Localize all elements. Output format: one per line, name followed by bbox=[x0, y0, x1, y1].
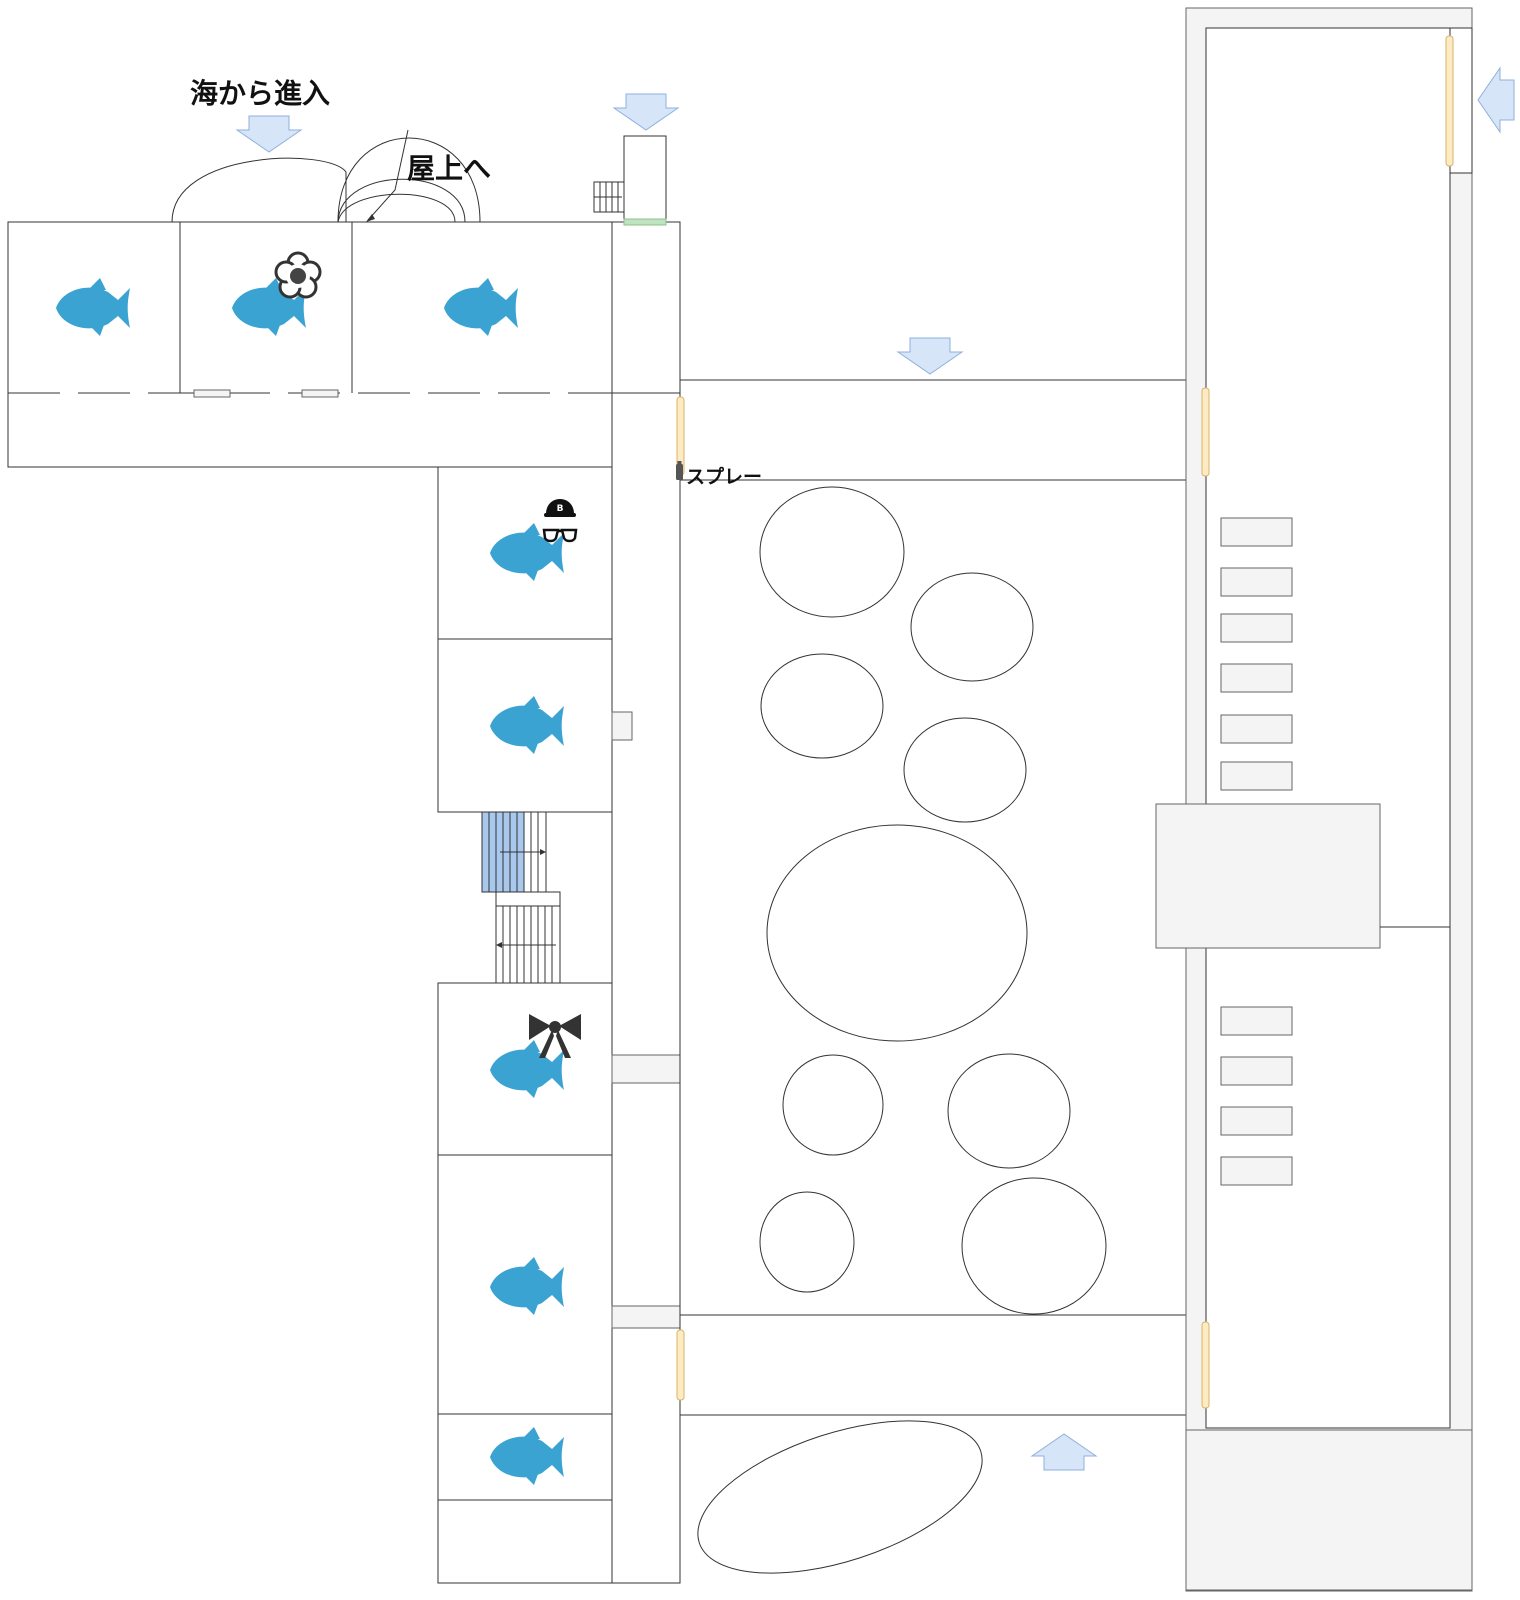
left-wing bbox=[7, 221, 681, 468]
left-wing-outline bbox=[7, 221, 681, 468]
right-building bbox=[1155, 7, 1473, 1592]
glasses-icon bbox=[542, 528, 578, 543]
svg-text:B: B bbox=[557, 504, 564, 514]
vent-1 bbox=[193, 389, 231, 398]
north-corridor bbox=[679, 379, 1207, 481]
entry-arrow-icon bbox=[1477, 67, 1515, 133]
hall-tables bbox=[697, 486, 1107, 1574]
spray-label: スプレー bbox=[686, 465, 762, 488]
main-hall bbox=[679, 479, 1207, 1316]
vent-2 bbox=[301, 389, 339, 398]
cap-icon: B bbox=[544, 499, 576, 517]
entry-arrow-icon bbox=[236, 115, 302, 153]
entry-arrow-icon bbox=[897, 337, 963, 375]
entry-arrow-icon bbox=[1031, 1433, 1097, 1471]
to-roof-label: 屋上へ bbox=[407, 152, 491, 185]
roof-dome-outer bbox=[337, 137, 481, 223]
central-corridor bbox=[611, 392, 681, 1584]
right-block bbox=[1155, 803, 1381, 949]
ribbon-icon bbox=[529, 1014, 581, 1058]
flower-icon bbox=[274, 251, 322, 299]
sea-entry-label: 海から進入 bbox=[190, 77, 330, 110]
north-entry-marker bbox=[623, 218, 667, 226]
sea-entry-dome bbox=[171, 157, 347, 223]
room-notch bbox=[611, 711, 633, 741]
doors bbox=[676, 35, 1454, 1409]
passage-2 bbox=[611, 1305, 681, 1329]
center-stairs bbox=[481, 811, 561, 984]
entry-arrow-icon bbox=[613, 93, 679, 131]
passage-1 bbox=[611, 1054, 681, 1084]
spray-can-icon bbox=[676, 461, 683, 480]
roof-stair-arrow bbox=[367, 129, 409, 221]
south-corridor bbox=[679, 1314, 1207, 1416]
north-entry-box bbox=[623, 135, 667, 225]
